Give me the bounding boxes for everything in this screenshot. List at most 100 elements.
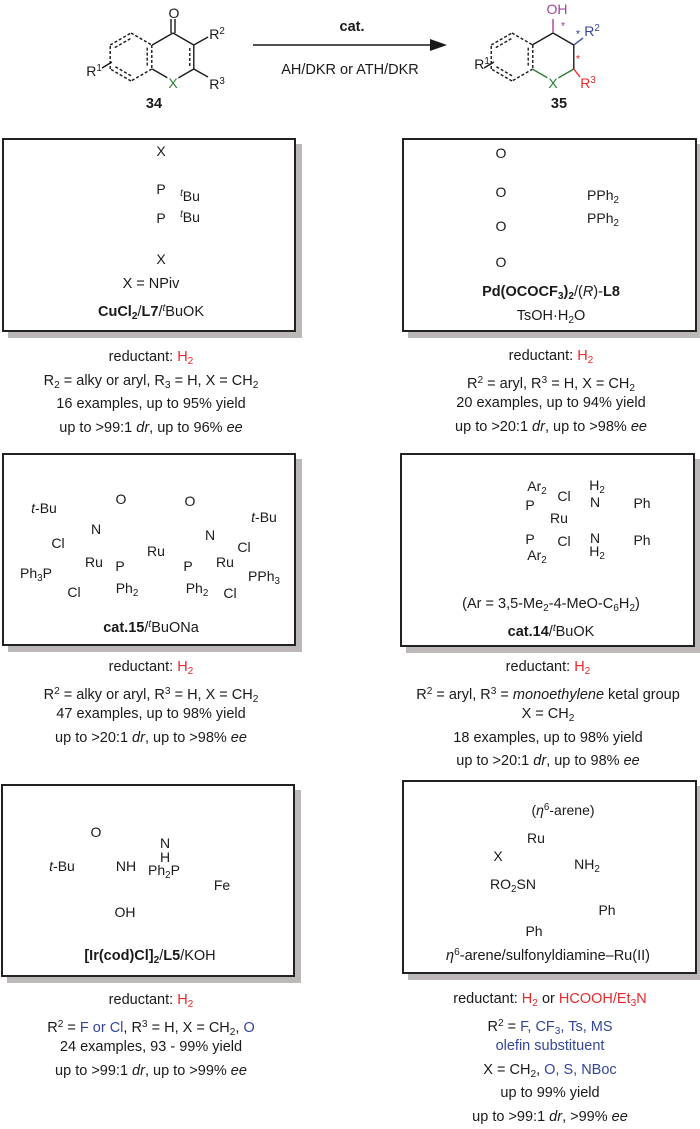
text-segment: P bbox=[171, 862, 180, 878]
text-segment: 2 bbox=[585, 666, 591, 677]
text-segment: CuCl bbox=[98, 304, 132, 320]
text-segment: 2 bbox=[594, 864, 599, 875]
bond bbox=[553, 33, 574, 45]
text-segment: = alky or aryl, R bbox=[60, 687, 165, 703]
caption-line: CuCl2/L7/tBuOK bbox=[98, 297, 204, 321]
bond bbox=[194, 37, 208, 45]
text-segment: monoethylene bbox=[513, 687, 604, 703]
text-segment: Ph bbox=[633, 532, 650, 548]
text-segment: 3 bbox=[275, 576, 280, 587]
text-segment: ketal group bbox=[604, 687, 680, 703]
text-segment: dr bbox=[549, 1109, 562, 1125]
ring-bond bbox=[512, 33, 533, 45]
text-segment: 2 bbox=[569, 713, 575, 724]
text-segment: X = CH bbox=[483, 1062, 530, 1078]
text-segment: P bbox=[156, 210, 165, 226]
atom-cl: Cl bbox=[557, 534, 570, 548]
text-segment: O bbox=[169, 5, 180, 21]
text-segment: Ru bbox=[550, 510, 568, 526]
text-segment: Ru bbox=[216, 554, 234, 570]
atom-p: P bbox=[155, 182, 166, 196]
ring-bond bbox=[110, 33, 131, 45]
condition-line: up to >20:1 dr, up to >98% ee bbox=[455, 416, 647, 440]
bond bbox=[532, 33, 553, 45]
atom-n: N bbox=[204, 528, 216, 542]
catalyst-caption: (Ar = 3,5-Me2-4-MeO-C6H2)cat.14/tBuOK bbox=[462, 593, 640, 640]
text-segment: 2 bbox=[203, 588, 208, 599]
text-segment: = H, X = CH bbox=[148, 1020, 230, 1036]
text-segment: R bbox=[583, 284, 593, 300]
text-segment: reductant: bbox=[506, 659, 575, 675]
text-segment: H bbox=[577, 348, 587, 364]
condition-line: X = CH2, O, S, NBoc bbox=[453, 1059, 646, 1083]
text-segment: X bbox=[156, 143, 165, 159]
text-segment: 2 bbox=[253, 694, 259, 705]
condition-line: up to >20:1 dr, up to 98% ee bbox=[416, 750, 680, 774]
text-segment: 2 bbox=[614, 218, 619, 229]
atom-x: X bbox=[155, 252, 166, 266]
reactant-carbonyl-oxygen: O bbox=[169, 6, 180, 20]
stereocenter-star-c4: * bbox=[561, 22, 565, 33]
caption-line: TsOH·H2O bbox=[482, 305, 620, 329]
text-segment: Ph bbox=[116, 580, 133, 596]
text-segment: /( bbox=[574, 284, 583, 300]
text-segment: H bbox=[177, 349, 187, 365]
ring-bond bbox=[131, 33, 152, 45]
caption-line: (Ar = 3,5-Me2-4-MeO-C6H2) bbox=[462, 593, 640, 617]
text-segment: P bbox=[183, 558, 192, 574]
condition-line: up to >99:1 dr, up to 96% ee bbox=[44, 417, 259, 441]
text-segment: up to >99:1 bbox=[55, 1063, 132, 1079]
atom-pph2: PPh2 bbox=[587, 211, 619, 229]
text-segment: 2 bbox=[588, 355, 594, 366]
text-segment: OH bbox=[547, 1, 568, 17]
ring-bond bbox=[131, 69, 152, 81]
text-segment: O bbox=[496, 145, 507, 161]
condition-line: olefin substituent bbox=[453, 1035, 646, 1059]
text-segment: /KOH bbox=[180, 948, 215, 964]
condition-line: 16 examples, up to 95% yield bbox=[44, 393, 259, 417]
atom-p: P bbox=[114, 559, 125, 573]
product-heteroatom-x: X bbox=[547, 76, 558, 90]
text-segment: up to >99:1 bbox=[59, 420, 136, 436]
condition-line: 47 examples, up to 98% yield bbox=[44, 703, 259, 727]
text-segment: X = NPiv bbox=[123, 276, 180, 292]
text-segment: R bbox=[584, 23, 594, 39]
atom-p: P bbox=[524, 532, 535, 546]
condition-line: 18 examples, up to 98% yield bbox=[416, 727, 680, 751]
text-segment: ee bbox=[231, 730, 247, 746]
atom-ph2: Ph2 bbox=[186, 581, 209, 599]
text-segment: 34 bbox=[146, 96, 162, 112]
atom-o: O bbox=[495, 219, 508, 233]
product-r2: R2 bbox=[584, 24, 600, 38]
text-segment: O bbox=[496, 184, 507, 200]
text-segment: R bbox=[474, 56, 484, 72]
text-segment: up to >20:1 bbox=[55, 730, 132, 746]
ring-bond bbox=[491, 69, 512, 81]
text-segment: , >99% bbox=[562, 1109, 612, 1125]
bond bbox=[574, 69, 580, 77]
text-segment: 20 examples, up to 94% yield bbox=[456, 395, 645, 411]
condition-line: R2 = F, CF3, Ts, MS bbox=[453, 1012, 646, 1036]
text-segment: , up to 96% bbox=[149, 420, 226, 436]
catalyst-caption: η6-arene/sulfonyldiamine–Ru(II) bbox=[446, 941, 650, 965]
atom-h2: H2 bbox=[589, 544, 605, 562]
text-segment: X bbox=[493, 848, 502, 864]
atom-x: X bbox=[492, 849, 503, 863]
text-segment: Cl bbox=[223, 585, 236, 601]
text-segment: 47 examples, up to 98% yield bbox=[56, 706, 245, 722]
text-segment: ee bbox=[231, 1063, 247, 1079]
text-segment: N bbox=[205, 527, 215, 543]
text-segment: dr bbox=[136, 420, 149, 436]
atom-fe: Fe bbox=[213, 878, 231, 892]
condition-line: reductant: H2 or HCOOH/Et3N bbox=[453, 988, 646, 1012]
text-segment: dr bbox=[533, 753, 546, 769]
arrow-catalyst-label: cat. bbox=[340, 19, 365, 35]
text-segment: Ar bbox=[527, 478, 541, 494]
bond bbox=[173, 33, 194, 45]
text-segment: Ph bbox=[186, 580, 203, 596]
atom-pph3: PPh3 bbox=[248, 569, 280, 587]
condition-line: up to 99% yield bbox=[453, 1082, 646, 1106]
